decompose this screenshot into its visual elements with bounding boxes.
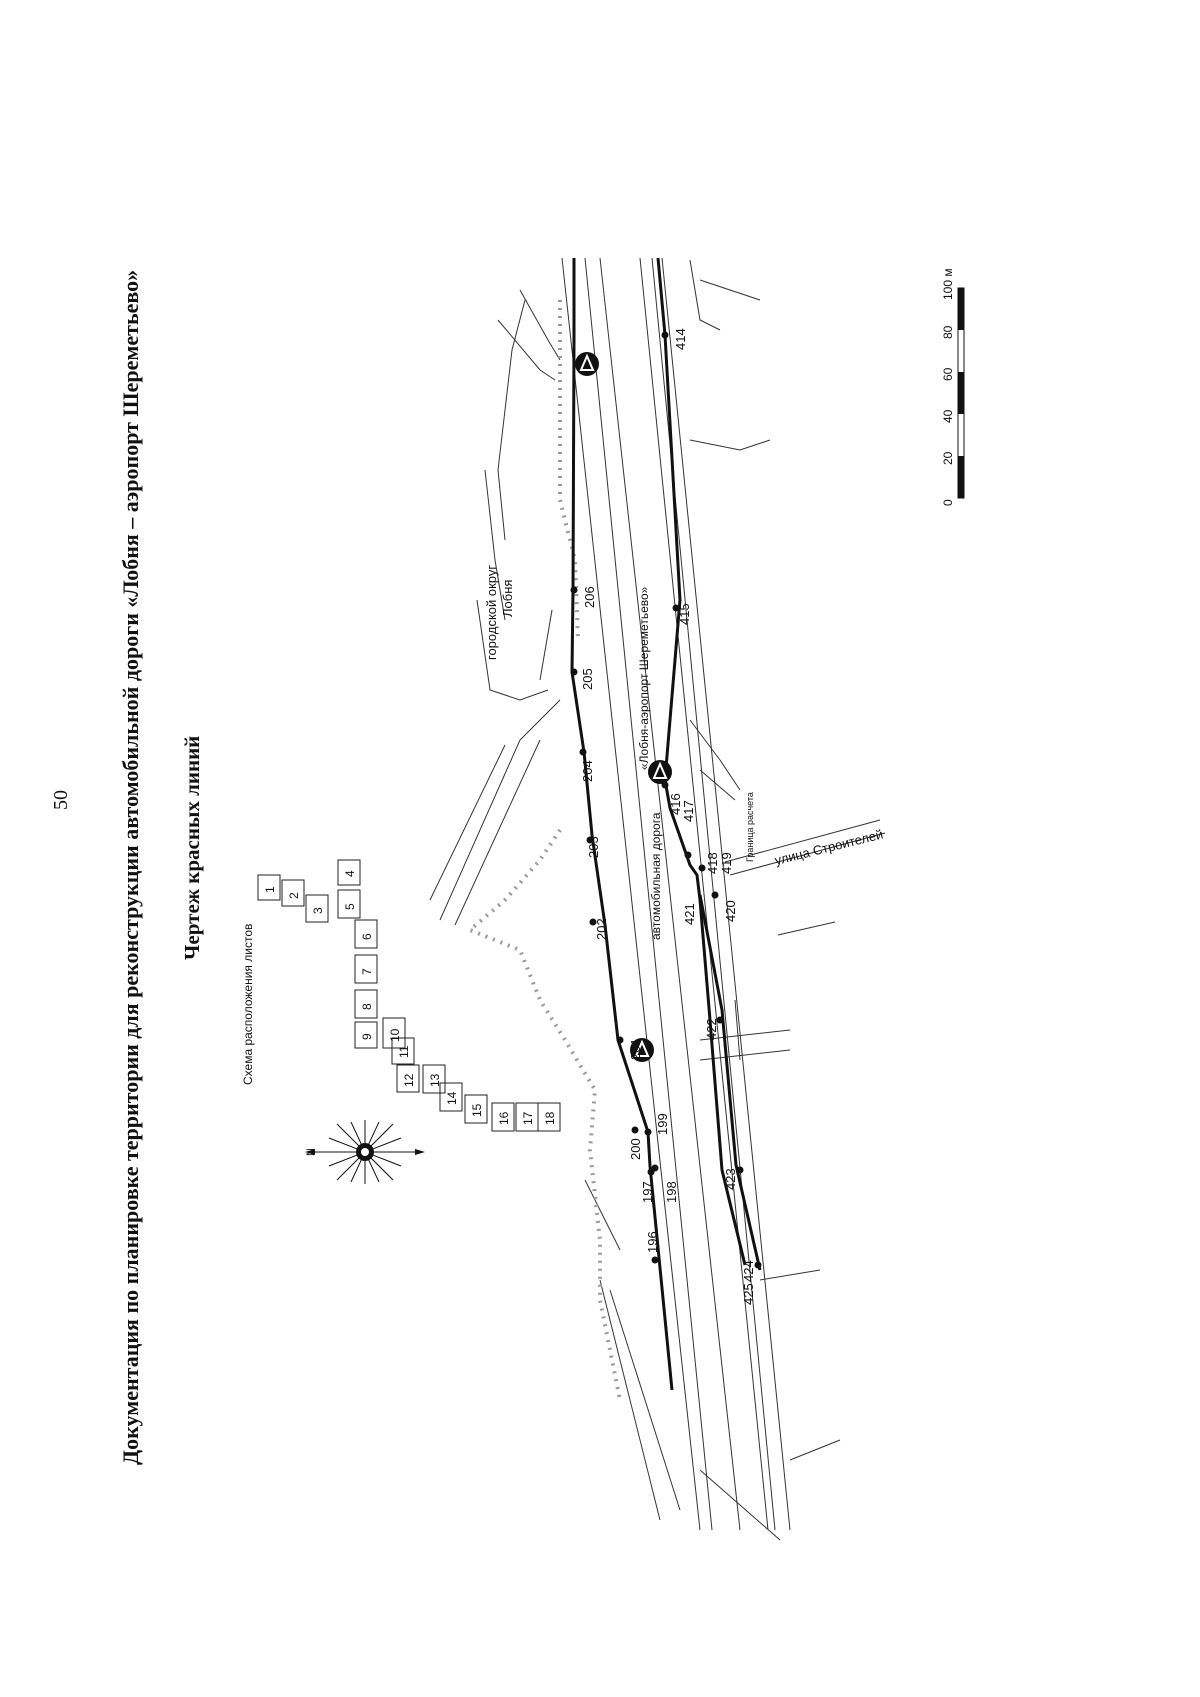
sheet-1 [257, 874, 281, 901]
sheet-1-label: 1 [263, 886, 277, 893]
sheet-scheme-title: Схема расположения листов [241, 924, 255, 1085]
sheet-5 [337, 889, 361, 919]
sheet-scheme: Схема расположения листов 1 2 3 4 [241, 859, 561, 1132]
sheet-14 [439, 1082, 463, 1112]
sheet-4 [337, 859, 361, 886]
sheet-16 [491, 1102, 515, 1132]
point-label-199: 199 [655, 1113, 670, 1135]
point-label-198: 198 [664, 1181, 679, 1203]
sheet-2-label: 2 [287, 892, 301, 899]
scale-label-20: 20 [941, 451, 955, 465]
point-label-420: 420 [723, 900, 738, 922]
sheet-8-label: 8 [360, 1003, 374, 1010]
point-label-203: 203 [586, 836, 601, 858]
sheet-3 [305, 894, 329, 923]
street-name-label: улица Строителей [773, 826, 884, 867]
road-name-line2: «Лобня-аэропорт Шереметьево» [637, 586, 651, 770]
sheet-4-label: 4 [343, 870, 357, 877]
point-label-421: 421 [682, 903, 697, 925]
compass-north-label: N [305, 1148, 317, 1156]
scale-label-40: 40 [941, 409, 955, 423]
sheet-2 [281, 879, 305, 907]
point-label-197: 197 [640, 1181, 655, 1203]
sheet-15 [464, 1094, 488, 1124]
sheet-17-label: 17 [521, 1111, 535, 1125]
sheet-18 [537, 1102, 561, 1132]
point-labels: 196 197 198 199 200 201 202 203 204 205 … [580, 328, 756, 1305]
sheet-9 [354, 1021, 378, 1049]
sheet-10-label: 10 [388, 1028, 402, 1042]
point-label-422: 422 [704, 1018, 719, 1040]
scale-label-60: 60 [941, 367, 955, 381]
calc-boundary-label: Граница расчета [745, 792, 755, 862]
point-label-419: 419 [719, 852, 734, 874]
sheet-8 [354, 989, 378, 1019]
point-label-415: 415 [677, 603, 692, 625]
point-label-425: 425 [741, 1283, 756, 1305]
point-label-418: 418 [705, 852, 720, 874]
point-label-423: 423 [723, 1168, 738, 1190]
sheet-6-label: 6 [360, 933, 374, 940]
sheet-11 [391, 1037, 415, 1065]
scale-label-0: 0 [941, 499, 955, 506]
sheet-10 [382, 1017, 406, 1049]
sheet-7 [354, 954, 378, 984]
district-boundary [466, 300, 622, 1401]
point-label-202: 202 [594, 918, 609, 940]
point-label-417: 417 [681, 800, 696, 822]
sheet-9-label: 9 [360, 1033, 374, 1040]
sheet-18-label: 18 [543, 1111, 557, 1125]
point-label-204: 204 [580, 760, 595, 782]
turning-points [570, 331, 762, 1269]
point-label-414: 414 [673, 328, 688, 350]
sheet-12-label: 12 [402, 1073, 416, 1087]
sheet-15-label: 15 [470, 1103, 484, 1117]
point-label-201: 201 [628, 1038, 643, 1060]
district-label: городской округ [484, 565, 499, 660]
sheet-6 [354, 919, 378, 949]
sheet-13 [422, 1064, 446, 1094]
sheet-3-label: 3 [311, 907, 325, 914]
scale-bar: 0 20 40 60 80 100 м [941, 268, 965, 506]
point-label-205: 205 [580, 668, 595, 690]
sheet-5-label: 5 [343, 903, 357, 910]
road-name-line1: автомобильная дорога [649, 812, 663, 940]
point-label-206: 206 [582, 586, 597, 608]
sheet-7-label: 7 [360, 968, 374, 975]
compass-rose-icon [305, 1120, 425, 1184]
sheet-11-label: 11 [397, 1045, 411, 1058]
point-label-424: 424 [741, 1260, 756, 1282]
point-label-196: 196 [645, 1231, 660, 1253]
sheet-16-label: 16 [497, 1111, 511, 1125]
red-line-main [570, 257, 762, 1391]
sheet-14-label: 14 [445, 1091, 459, 1105]
road-sign-a-icon [575, 352, 672, 1062]
scale-label-100: 100 м [941, 268, 955, 300]
district-name-label: Лобня [500, 580, 515, 617]
sheet-13-label: 13 [428, 1073, 442, 1087]
scale-label-80: 80 [941, 325, 955, 339]
point-label-416: 416 [668, 793, 683, 815]
sheet-12 [396, 1064, 420, 1093]
point-label-200: 200 [628, 1138, 643, 1160]
